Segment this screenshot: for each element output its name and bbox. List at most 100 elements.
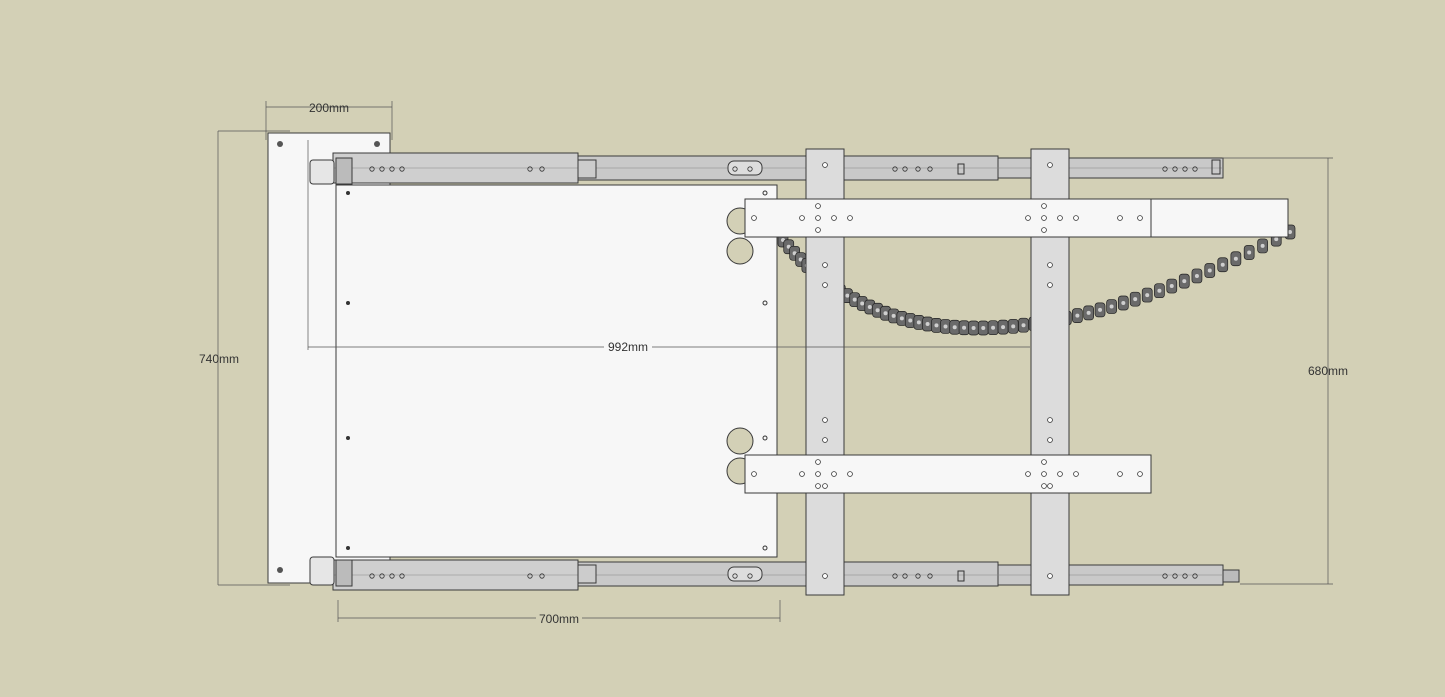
crossbar-bolt bbox=[815, 203, 821, 209]
rail-hole bbox=[732, 573, 738, 579]
rail-hole bbox=[527, 573, 533, 579]
crossbar-bolt bbox=[815, 215, 821, 221]
panel-hole bbox=[346, 436, 350, 440]
chain-link-pin bbox=[952, 325, 957, 330]
column-bolt bbox=[822, 573, 828, 579]
chain-link-pin bbox=[845, 293, 850, 298]
rail-hole bbox=[1192, 166, 1198, 172]
crossbar-bolt bbox=[1025, 215, 1031, 221]
chain-link-pin bbox=[991, 325, 996, 330]
crossbar-bolt bbox=[815, 471, 821, 477]
chain-link-pin bbox=[943, 324, 948, 329]
chain-link-pin bbox=[908, 318, 913, 323]
chain-link-pin bbox=[891, 313, 896, 318]
crossbar-bolt bbox=[1041, 483, 1047, 489]
chain-link-pin bbox=[875, 308, 880, 313]
chain-link-pin bbox=[1011, 324, 1016, 329]
rail-hole bbox=[747, 573, 753, 579]
chain-link-pin bbox=[860, 301, 865, 306]
chain-link-pin bbox=[1133, 297, 1138, 302]
chain-link-pin bbox=[925, 322, 930, 327]
chain-link-pin bbox=[899, 316, 904, 321]
chain-link-pin bbox=[962, 325, 967, 330]
rail-hole bbox=[369, 573, 375, 579]
rail-hole bbox=[902, 573, 908, 579]
chain-link-pin bbox=[1021, 323, 1026, 328]
rail-hole bbox=[927, 573, 933, 579]
crossbar-bolt bbox=[831, 215, 837, 221]
chain-link-pin bbox=[852, 297, 857, 302]
panel-hole bbox=[762, 190, 768, 196]
panel-hole bbox=[346, 546, 350, 550]
crossbar-bolt bbox=[847, 471, 853, 477]
dimension-lines bbox=[217, 101, 1333, 622]
chain-link-pin bbox=[1220, 262, 1225, 267]
plate-hole bbox=[374, 141, 380, 147]
frame-bolts bbox=[751, 162, 1143, 579]
chain-link-pin bbox=[1145, 293, 1150, 298]
column-bolt bbox=[1047, 417, 1053, 423]
chain-link-pin bbox=[1098, 307, 1103, 312]
rail-hole bbox=[915, 573, 921, 579]
crossbar-bolt bbox=[815, 483, 821, 489]
chain-link-pin bbox=[1075, 313, 1080, 318]
rail-hole bbox=[892, 166, 898, 172]
column-bolt bbox=[1047, 573, 1053, 579]
column-bolt bbox=[1047, 262, 1053, 268]
rail-hole bbox=[399, 166, 405, 172]
dimension-label-bottom-width: 700mm bbox=[539, 612, 579, 626]
crossbar-bolt bbox=[751, 215, 757, 221]
crossbar-bolt bbox=[1117, 471, 1123, 477]
crossbar-bolt bbox=[815, 227, 821, 233]
chain-link-pin bbox=[1260, 243, 1265, 248]
rail-hole bbox=[1162, 166, 1168, 172]
column-bolt bbox=[822, 483, 828, 489]
panel-hole bbox=[346, 191, 350, 195]
column-bolt bbox=[822, 282, 828, 288]
top-slide-rail bbox=[309, 152, 1224, 185]
rail-holes bbox=[369, 166, 1198, 579]
rail-hole bbox=[389, 166, 395, 172]
column-bolt bbox=[822, 417, 828, 423]
crossbar-bolt bbox=[799, 471, 805, 477]
column-bolt bbox=[1047, 483, 1053, 489]
column-bolt bbox=[822, 437, 828, 443]
crossbar-bolt bbox=[1073, 215, 1079, 221]
chain-link-pin bbox=[971, 326, 976, 331]
rail-hole bbox=[539, 166, 545, 172]
crossbar-bolt bbox=[847, 215, 853, 221]
chain-link-pin bbox=[1247, 250, 1252, 255]
chain-link-pin bbox=[1182, 279, 1187, 284]
column-bolt bbox=[1047, 282, 1053, 288]
crossbar-bolt bbox=[1057, 471, 1063, 477]
rail-hole bbox=[379, 166, 385, 172]
panel-hole bbox=[762, 435, 768, 441]
chain-link-pin bbox=[1001, 325, 1006, 330]
bottom-slide-rail bbox=[309, 556, 1240, 591]
dimension-label-left-height: 740mm bbox=[199, 352, 239, 366]
rail-hole bbox=[379, 573, 385, 579]
rail-hole bbox=[1182, 166, 1188, 172]
crossbar-bolt bbox=[831, 471, 837, 477]
crossbar-bolt bbox=[1073, 471, 1079, 477]
rail-hole bbox=[389, 573, 395, 579]
crossbar-bolt bbox=[751, 471, 757, 477]
crossbar-bolt bbox=[1041, 203, 1047, 209]
column-bolt bbox=[822, 162, 828, 168]
rail-hole bbox=[1192, 573, 1198, 579]
chain-link-pin bbox=[916, 320, 921, 325]
rail-hole bbox=[369, 166, 375, 172]
crossbar-bolt bbox=[1025, 471, 1031, 477]
crossbar-bolt bbox=[1041, 471, 1047, 477]
plate-hole bbox=[277, 141, 283, 147]
column-bolt bbox=[1047, 162, 1053, 168]
rail-hole bbox=[1162, 573, 1168, 579]
rail-hole bbox=[732, 166, 738, 172]
dimension-label-middle-span: 992mm bbox=[608, 340, 648, 354]
upper-crossbar bbox=[744, 198, 1152, 238]
drawer-panel bbox=[335, 184, 778, 558]
chain-link-pin bbox=[1169, 284, 1174, 289]
rail-hole bbox=[527, 166, 533, 172]
